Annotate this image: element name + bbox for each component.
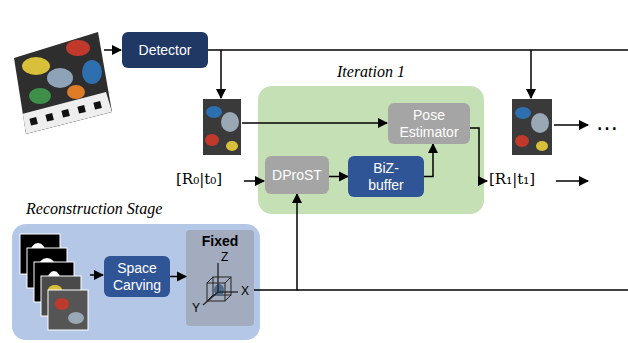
input-image (22, 57, 50, 75)
box-label: DProST (272, 167, 322, 183)
detector-bus (530, 50, 532, 98)
process-box: DProST (265, 156, 329, 194)
input-image (77, 105, 85, 113)
detector-box: Detector (122, 32, 208, 68)
axes-figure (217, 263, 218, 292)
crop-image (203, 99, 241, 155)
model-bus (297, 289, 628, 291)
input-image (61, 109, 69, 117)
process-box: Pose Estimator (388, 103, 470, 144)
input-image (29, 88, 51, 104)
iteration-region: Pose EstimatorDProSTBiZ-bufferIteration … (258, 86, 484, 214)
box-label: Detector (139, 42, 192, 58)
image-stack (55, 298, 69, 310)
crop-image (531, 113, 549, 133)
input-image (29, 117, 37, 125)
pose-label: [R₀|t₀] (176, 170, 222, 188)
crop-image (221, 112, 239, 132)
detector-bus (220, 50, 222, 98)
axes-figure (225, 277, 231, 283)
region-title: Reconstruction Stage (26, 200, 162, 218)
image-stack (48, 290, 88, 330)
connector-arrow (254, 194, 297, 290)
input-image (82, 60, 102, 84)
input-image (22, 40, 112, 134)
axis-label: Y (192, 301, 200, 315)
detector-bus (208, 49, 628, 51)
box-label: BiZ-buffer (359, 160, 413, 192)
image-stack (68, 312, 84, 324)
input-image (14, 32, 112, 134)
next-iteration-arrow (556, 180, 588, 182)
pose-output-arrow (470, 128, 487, 181)
connector-arrow (424, 144, 433, 177)
crop-image (203, 99, 241, 155)
axes-figure (203, 292, 218, 305)
image-to-detector (104, 49, 121, 51)
axes-figure (225, 295, 231, 301)
crop-image (515, 107, 531, 119)
axis-label: X (241, 284, 249, 298)
ellipsis-mark: … (596, 110, 618, 135)
connector-arrow (170, 276, 186, 278)
input-image (45, 113, 53, 121)
input-image (47, 68, 73, 88)
region-title: Fixed (186, 233, 254, 249)
region-title: Iteration 1 (258, 63, 484, 81)
pose-input-arrow (244, 180, 264, 182)
input-image (14, 32, 112, 134)
input-image (22, 92, 112, 134)
box-label: Space Carving (109, 260, 165, 292)
axes-figure (218, 291, 238, 292)
connector-arrow (329, 176, 348, 178)
crop-image (206, 106, 222, 118)
process-box: BiZ-buffer (348, 156, 424, 197)
stack-to-carving (90, 274, 103, 276)
image-stack (20, 234, 88, 330)
input-image (66, 40, 90, 56)
input-image (67, 85, 85, 99)
crop-image (205, 134, 219, 146)
input-image (93, 101, 101, 109)
box-label: Pose Estimator (394, 107, 464, 139)
process-box: Space Carving (104, 256, 170, 297)
crop-image (536, 141, 548, 151)
pose-label: [R₁|t₁] (489, 170, 535, 188)
detector-bus (208, 50, 628, 98)
axes-figure (207, 277, 213, 283)
axes-figure (203, 263, 238, 305)
crop-forward-arrow (554, 124, 588, 126)
crop-image (515, 135, 529, 147)
crop-image (512, 99, 552, 155)
crop-image (226, 141, 238, 151)
crop-image (512, 99, 552, 155)
axis-label: Z (221, 250, 228, 264)
crop-to-pose (242, 122, 387, 124)
